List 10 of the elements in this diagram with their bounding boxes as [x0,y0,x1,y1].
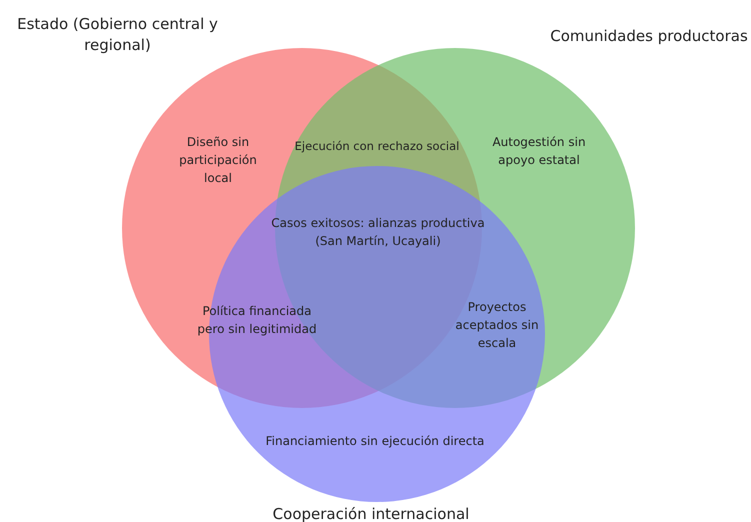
region-label: Proyectos aceptados sin escala [454,299,540,352]
region-label: Ejecución con rechazo social [294,138,460,155]
circle-heading: Comunidades productoras [549,26,749,47]
region-label: Casos exitosos: alianzas productiva (San Martín, Ucayali) [270,215,486,250]
region-label: Diseño sin participación local [178,134,258,187]
circle-heading: Cooperación internacional [272,504,470,522]
region-label: Financiamiento sin ejecución directa [264,433,486,450]
circle-heading: Estado (Gobierno central y regional) [16,14,219,56]
region-label: Política financiada pero sin legitimidad [197,303,317,338]
region-label: Autogestión sin apoyo estatal [491,134,587,169]
